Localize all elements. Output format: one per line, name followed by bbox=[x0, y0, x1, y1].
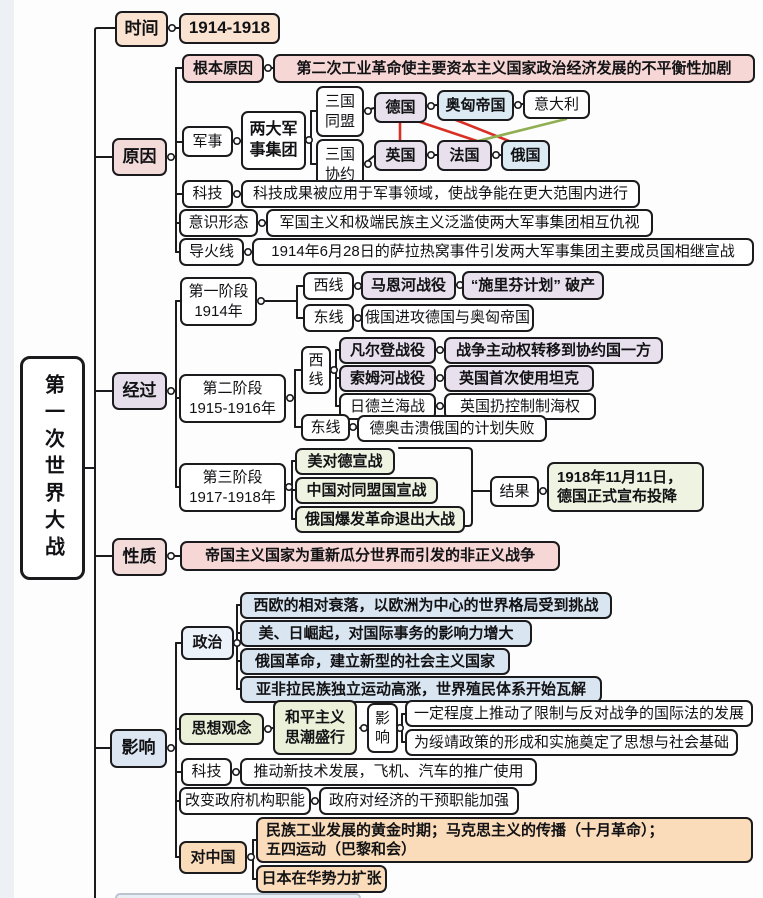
stage2-battle2-outcome[interactable]: 英国首次使用坦克 bbox=[444, 365, 594, 392]
result-value[interactable]: 1918年11月11日， 德国正式宣布投降 bbox=[547, 462, 704, 512]
stage2-east-label[interactable]: 东线 bbox=[301, 414, 350, 441]
country-austria-hungary[interactable]: 奥匈帝国 bbox=[437, 90, 514, 121]
stage1-east-label[interactable]: 东线 bbox=[303, 304, 354, 332]
cause-ideology-value[interactable]: 军国主义和极端民族主义泛滥使两大军事集团相互仇视 bbox=[266, 209, 653, 237]
country-germany[interactable]: 德国 bbox=[374, 92, 427, 123]
stage2-east-event[interactable]: 德奥击溃俄国的计划失败 bbox=[357, 415, 547, 442]
root-node[interactable]: 第一次世界大战 bbox=[20, 356, 85, 580]
stage1-east-event[interactable]: 俄国进攻德国与奥匈帝国 bbox=[361, 304, 534, 332]
stage1-node[interactable]: 第一阶段 1914年 bbox=[180, 277, 257, 326]
stage3-event-2[interactable]: 中国对同盟国宣战 bbox=[295, 477, 438, 504]
nature-value[interactable]: 帝国主义国家为重新瓜分世界而引发的非正义战争 bbox=[180, 541, 560, 571]
cause-tech-value[interactable]: 科技成果被应用于军事领域，使战争能在更大范围内进行 bbox=[241, 180, 640, 208]
cause-fuse-value[interactable]: 1914年6月28日的萨拉热窝事件引发两大军事集团主要成员国相继宣战 bbox=[252, 238, 754, 266]
partial-node-bottom bbox=[115, 893, 361, 898]
country-russia[interactable]: 俄国 bbox=[501, 140, 550, 171]
branch-causes[interactable]: 原因 bbox=[112, 138, 167, 176]
stage2-name: 第二阶段 bbox=[202, 380, 263, 397]
politics-item-1[interactable]: 西欧的相对衰落，以欧洲为中心的世界格局受到挑战 bbox=[240, 592, 612, 619]
stage2-battle1-name[interactable]: 凡尔登战役 bbox=[339, 337, 436, 364]
stage2-node[interactable]: 第二阶段 1915-1916年 bbox=[179, 374, 286, 423]
military-blocs-node[interactable]: 两大军事集团 bbox=[241, 111, 306, 170]
alliance-node[interactable]: 三国同盟 bbox=[316, 86, 364, 137]
country-italy[interactable]: 意大利 bbox=[523, 90, 590, 119]
politics-item-2[interactable]: 美、日崛起，对国际事务的影响力增大 bbox=[240, 620, 532, 647]
time-value[interactable]: 1914-1918 bbox=[179, 13, 280, 44]
impact-politics-label[interactable]: 政治 bbox=[181, 626, 234, 660]
impact-china-label[interactable]: 对中国 bbox=[179, 841, 247, 874]
cause-fuse-label[interactable]: 导火线 bbox=[179, 238, 244, 266]
branch-process[interactable]: 经过 bbox=[112, 372, 167, 410]
branch-nature[interactable]: 性质 bbox=[112, 538, 167, 576]
stage1-west-label[interactable]: 西线 bbox=[303, 272, 354, 300]
stage1-name: 第一阶段 bbox=[188, 283, 249, 300]
stage1-west-battle[interactable]: 马恩河战役 bbox=[361, 271, 456, 300]
cause-root-value[interactable]: 第二次工业革命使主要资本主义国家政治经济发展的不平衡性加剧 bbox=[273, 54, 755, 83]
china-item-2[interactable]: 日本在华势力扩张 bbox=[256, 865, 387, 893]
stage3-node[interactable]: 第三阶段 1917-1918年 bbox=[179, 463, 286, 512]
cause-ideology-label[interactable]: 意识形态 bbox=[179, 209, 258, 237]
result-label[interactable]: 结果 bbox=[490, 476, 539, 507]
thought-effect-1[interactable]: 一定程度上推动了限制与反对战争的国际法的发展 bbox=[405, 700, 753, 727]
page-margin bbox=[0, 0, 14, 898]
stage2-battle2-name[interactable]: 索姆河战役 bbox=[339, 365, 436, 392]
stage3-event-3[interactable]: 俄国爆发革命退出大战 bbox=[295, 506, 465, 533]
stage3-event-1[interactable]: 美对德宣战 bbox=[295, 448, 395, 475]
stage3-period: 1917-1918年 bbox=[189, 488, 276, 506]
branch-time[interactable]: 时间 bbox=[115, 11, 168, 47]
stage1-west-outcome[interactable]: “施里芬计划” 破产 bbox=[462, 271, 604, 300]
thought-effect-label[interactable]: 影响 bbox=[367, 703, 398, 753]
politics-item-4[interactable]: 亚非拉民族独立运动高涨，世界殖民体系开始瓦解 bbox=[240, 676, 602, 703]
impact-thought-label[interactable]: 思想观念 bbox=[179, 713, 264, 745]
thought-effect-2[interactable]: 为绥靖政策的形成和实施奠定了思想与社会基础 bbox=[405, 729, 738, 756]
cause-military-label[interactable]: 军事 bbox=[182, 126, 233, 157]
politics-item-3[interactable]: 俄国革命，建立新型的社会主义国家 bbox=[240, 648, 510, 675]
stage2-period: 1915-1916年 bbox=[189, 399, 276, 417]
impact-tech-value[interactable]: 推动新技术发展，飞机、汽车的推广使用 bbox=[240, 758, 537, 786]
stage1-period: 1914年 bbox=[194, 302, 243, 320]
impact-tech-label[interactable]: 科技 bbox=[181, 758, 232, 786]
stage2-battle1-outcome[interactable]: 战争主动权转移到协约国一方 bbox=[444, 337, 663, 364]
cause-tech-label[interactable]: 科技 bbox=[182, 180, 233, 208]
china-item-1[interactable]: 民族工业发展的黄金时期；马克思主义的传播（十月革命）； 五四运动（巴黎和会） bbox=[256, 817, 753, 863]
cause-root-label[interactable]: 根本原因 bbox=[182, 54, 264, 83]
impact-gov-value[interactable]: 政府对经济的干预职能加强 bbox=[319, 787, 519, 815]
country-france[interactable]: 法国 bbox=[437, 140, 492, 171]
rivalry-lines bbox=[398, 117, 568, 145]
country-britain[interactable]: 英国 bbox=[374, 140, 427, 171]
thought-trend-node[interactable]: 和平主义思潮盛行 bbox=[273, 700, 357, 755]
impact-gov-label[interactable]: 改变政府机构职能 bbox=[179, 787, 311, 815]
stage3-name: 第三阶段 bbox=[202, 469, 263, 486]
stage2-west-label[interactable]: 西线 bbox=[301, 346, 331, 394]
branch-impact[interactable]: 影响 bbox=[110, 729, 167, 768]
junction-dots bbox=[167, 23, 547, 861]
